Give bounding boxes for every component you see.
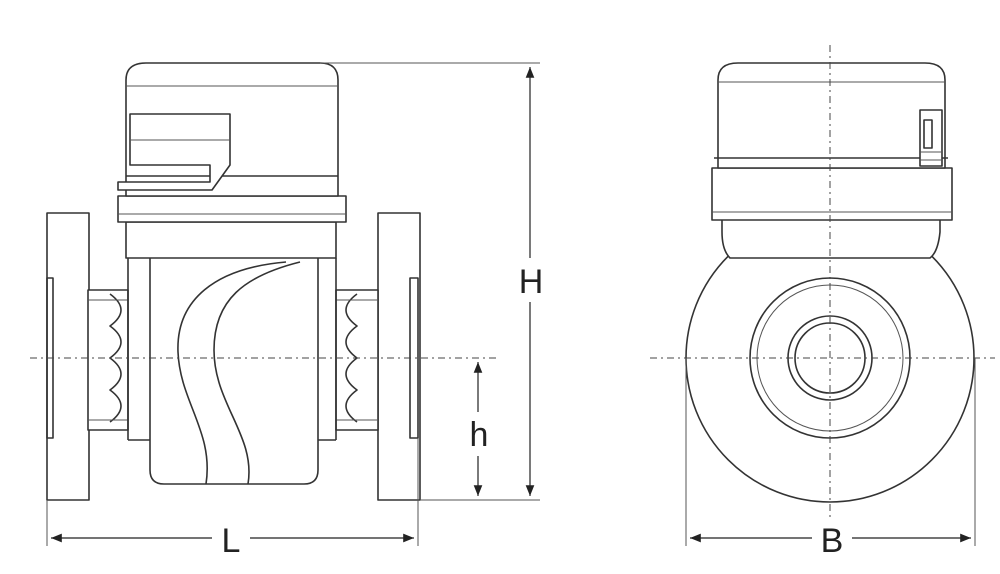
body-curve-inner xyxy=(213,261,301,485)
right-flange xyxy=(377,212,421,501)
side-collar-rim xyxy=(711,167,953,221)
height-label: H xyxy=(519,263,544,301)
dimensions: H h L B xyxy=(46,62,976,560)
body-curve-outer xyxy=(177,261,287,485)
side-collar xyxy=(721,215,941,259)
side-register-head xyxy=(717,62,946,169)
latch xyxy=(919,109,943,167)
front-view xyxy=(46,62,421,501)
left-neck xyxy=(87,289,129,431)
axis-height-label: h xyxy=(470,416,489,454)
left-flange xyxy=(46,212,90,501)
length-label: L xyxy=(222,522,241,560)
width-label: B xyxy=(821,522,844,560)
collar-rim xyxy=(117,195,347,223)
centerlines xyxy=(30,45,995,540)
meter-body xyxy=(149,256,319,485)
right-neck xyxy=(335,289,379,431)
collar xyxy=(125,221,337,259)
